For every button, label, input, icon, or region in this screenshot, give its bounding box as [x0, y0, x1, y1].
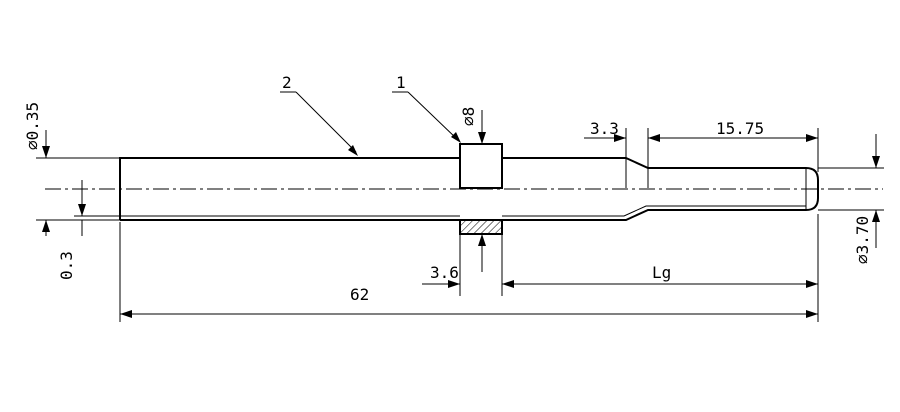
- dim-collar-length-text: 3.6: [430, 263, 459, 282]
- callout-2-label: 2: [282, 73, 292, 92]
- dim-tip-diameter-text: ⌀3.70: [853, 216, 872, 264]
- dim-collar-diameter: [478, 110, 486, 272]
- dim-taper-and-tip: [584, 128, 819, 172]
- dim-wall-offset-text: 0.3: [57, 251, 76, 280]
- dim-wall-diameter-text: ⌀0.35: [23, 102, 42, 150]
- dim-total-length: [119, 222, 818, 322]
- leader-callout-2: [280, 91, 358, 156]
- dim-taper-text: 3.3: [590, 119, 619, 138]
- dim-tip-diameter: [818, 134, 884, 248]
- dim-total-length-text: 62: [350, 285, 369, 304]
- dim-tip-text: 15.75: [716, 119, 764, 138]
- dim-wall-offset: [74, 180, 120, 236]
- dim-wall-diameter: [36, 130, 120, 236]
- leader-callout-1: [392, 91, 461, 143]
- callout-1-label: 1: [396, 73, 406, 92]
- collar: [459, 143, 503, 235]
- dim-lg-text: Lg: [652, 263, 671, 282]
- dim-collar-and-lg: [422, 214, 819, 322]
- dim-collar-diameter-text: ⌀8: [459, 107, 478, 126]
